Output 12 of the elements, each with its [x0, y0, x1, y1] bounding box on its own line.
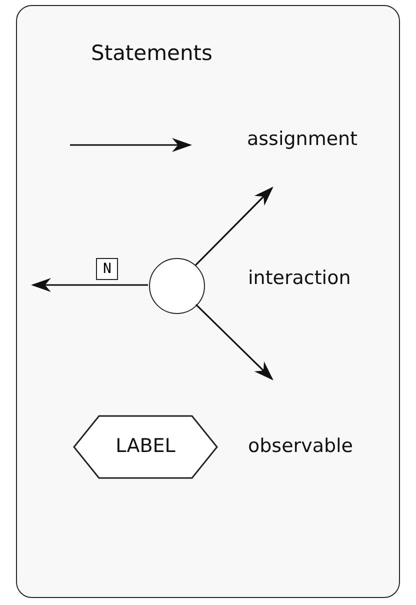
hexagon-node [73, 415, 218, 479]
legend-label: assignment [247, 128, 358, 150]
caption-text: observable [248, 435, 354, 457]
group-panel [16, 5, 400, 598]
arrow [195, 186, 274, 266]
arrow [195, 304, 274, 380]
node-label: LABEL [114, 435, 176, 457]
circle-node [149, 258, 205, 314]
edge-label: N [96, 258, 118, 280]
arrow [31, 278, 148, 292]
group-heading: Statements [91, 41, 212, 65]
caption-text: interaction [248, 267, 351, 289]
